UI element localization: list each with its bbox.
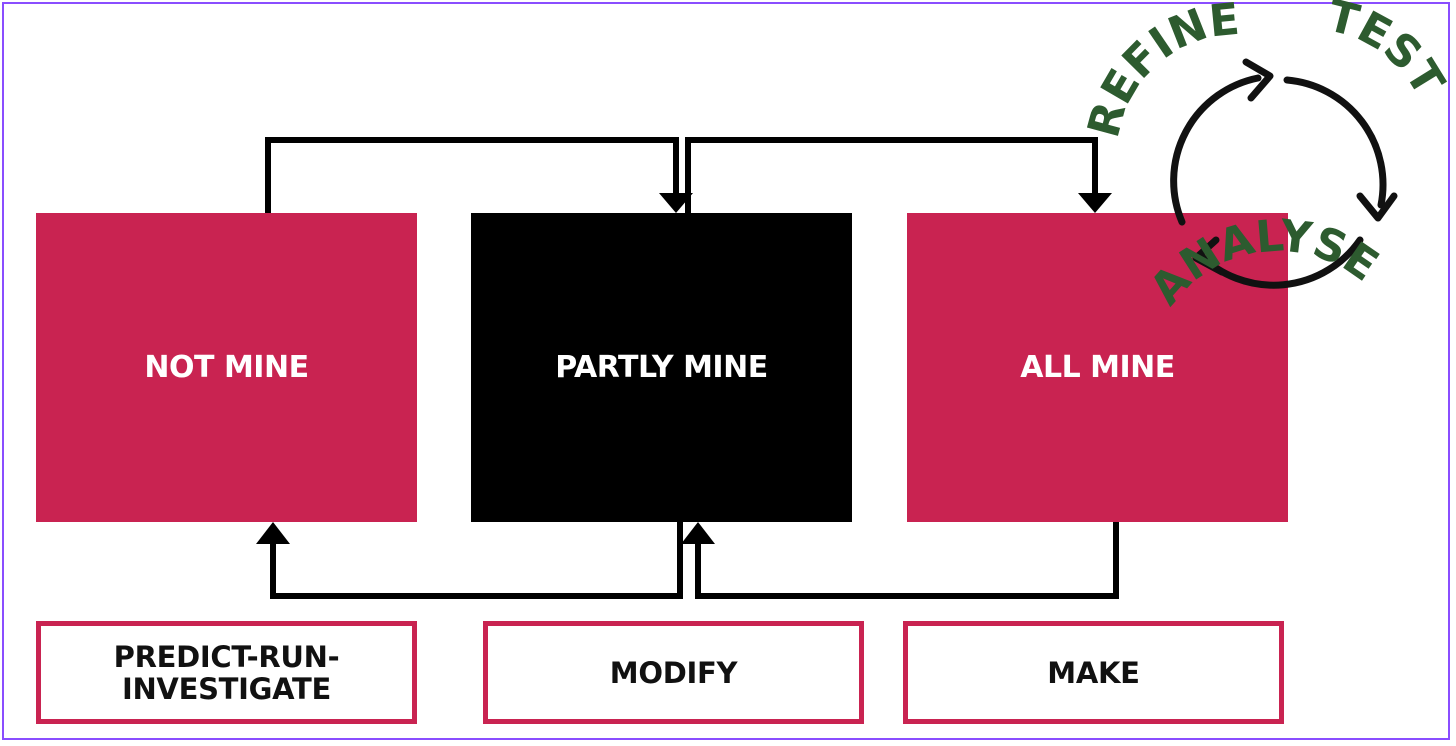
stage-make-label: MAKE <box>1047 655 1140 690</box>
test-label: TEST <box>1322 0 1453 104</box>
cycle-arrowhead-3 <box>1192 236 1226 276</box>
all-mine-label: ALL MINE <box>1020 350 1175 385</box>
arrow-partly-mine-to-all-mine <box>685 137 1098 213</box>
stage-modify: MODIFY <box>483 621 864 724</box>
analyse-label: ANALYSE <box>1140 210 1387 314</box>
arrowhead-up-partly-mine <box>681 522 715 544</box>
arrowhead-up-not-mine <box>256 522 290 544</box>
partly-mine-box: PARTLY MINE <box>471 213 852 522</box>
arrowhead-down-partly-mine <box>659 193 693 213</box>
not-mine-box: NOT MINE <box>36 213 417 522</box>
stage-modify-label: MODIFY <box>609 655 738 690</box>
arrow-all-mine-to-partly-mine <box>695 522 1119 599</box>
cycle-arc-top <box>1283 76 1387 209</box>
cycle-arrowhead-1 <box>1242 58 1274 102</box>
stage-predict-run-investigate-line2: INVESTIGATE <box>121 671 332 706</box>
all-mine-box: ALL MINE <box>907 213 1288 522</box>
cycle-arc-left <box>1170 74 1262 226</box>
arrow-not-mine-to-partly-mine <box>265 137 679 213</box>
stage-predict-run-investigate: PREDICT-RUN- INVESTIGATE <box>36 621 417 724</box>
cycle-arrowhead-2 <box>1356 192 1398 222</box>
arrowhead-down-all-mine <box>1078 193 1112 213</box>
stage-make: MAKE <box>903 621 1284 724</box>
arrow-partly-mine-to-not-mine <box>270 522 683 599</box>
partly-mine-label: PARTLY MINE <box>555 350 768 385</box>
refine-label: REFINE <box>1078 0 1241 143</box>
stage-predict-run-investigate-line1: PREDICT-RUN- <box>113 639 340 674</box>
not-mine-label: NOT MINE <box>144 350 309 385</box>
